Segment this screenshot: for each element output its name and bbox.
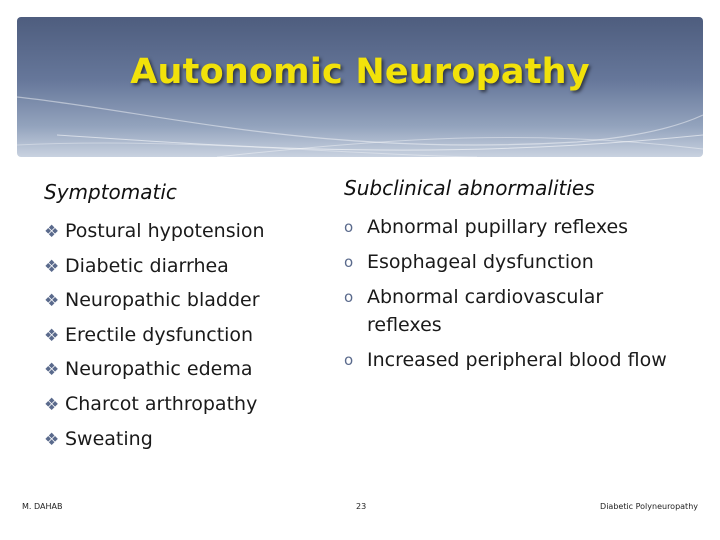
list-item-text: Charcot arthropathy: [65, 392, 258, 415]
list-item-text: Postural hypotension: [65, 220, 265, 242]
title-banner: [17, 17, 703, 157]
diamond-bullet-icon: ❖: [44, 291, 60, 312]
footer-page-number: 23: [356, 502, 367, 511]
list-item: o Abnormal cardiovascular reflexes: [344, 283, 657, 339]
list-item-text: Neuropathic edema: [65, 358, 253, 381]
footer-author: M. DAHAB: [22, 502, 63, 511]
list-item: o Esophageal dysfunction: [344, 248, 674, 276]
list-item: ❖Diabetic diarrhea: [44, 253, 265, 288]
list-item: ❖Charcot arthropathy: [44, 391, 265, 426]
list-item: ❖Neuropathic bladder: [44, 287, 265, 322]
list-item: ❖Postural hypotension: [44, 218, 265, 253]
diamond-bullet-icon: ❖: [44, 360, 60, 381]
symptomatic-list: ❖Postural hypotension ❖Diabetic diarrhea…: [44, 218, 265, 460]
list-item-text: Sweating: [65, 427, 153, 450]
right-column-heading: Subclinical abnormalities: [344, 176, 595, 200]
list-item: ❖Neuropathic edema: [44, 356, 265, 391]
list-item: ❖Sweating: [44, 426, 265, 461]
slide-title: Autonomic Neuropathy: [130, 52, 590, 92]
circle-bullet-icon: o: [344, 253, 354, 271]
list-item-text: Erectile dysfunction: [65, 323, 254, 346]
banner-swoosh-decoration: [17, 96, 703, 157]
list-item: o Increased peripheral blood flow: [344, 346, 677, 374]
list-item-text: Abnormal cardiovascular reflexes: [367, 286, 604, 336]
circle-bullet-icon: o: [344, 351, 354, 369]
list-item-text: Neuropathic bladder: [65, 289, 260, 312]
list-item: ❖Erectile dysfunction: [44, 322, 265, 357]
footer-topic: Diabetic Polyneuropathy: [600, 502, 698, 511]
left-column-heading: Symptomatic: [44, 180, 177, 204]
list-item-text: Abnormal pupillary reflexes: [367, 216, 629, 238]
diamond-bullet-icon: ❖: [44, 256, 60, 277]
circle-bullet-icon: o: [344, 288, 354, 306]
diamond-bullet-icon: ❖: [44, 325, 60, 346]
diamond-bullet-icon: ❖: [44, 222, 60, 242]
list-item-text: Increased peripheral blood flow: [367, 349, 667, 371]
list-item: o Abnormal pupillary reflexes: [344, 213, 674, 241]
list-item-text: Esophageal dysfunction: [367, 251, 594, 273]
diamond-bullet-icon: ❖: [44, 429, 60, 450]
list-item-text: Diabetic diarrhea: [65, 254, 229, 277]
diamond-bullet-icon: ❖: [44, 394, 60, 415]
circle-bullet-icon: o: [344, 218, 354, 236]
